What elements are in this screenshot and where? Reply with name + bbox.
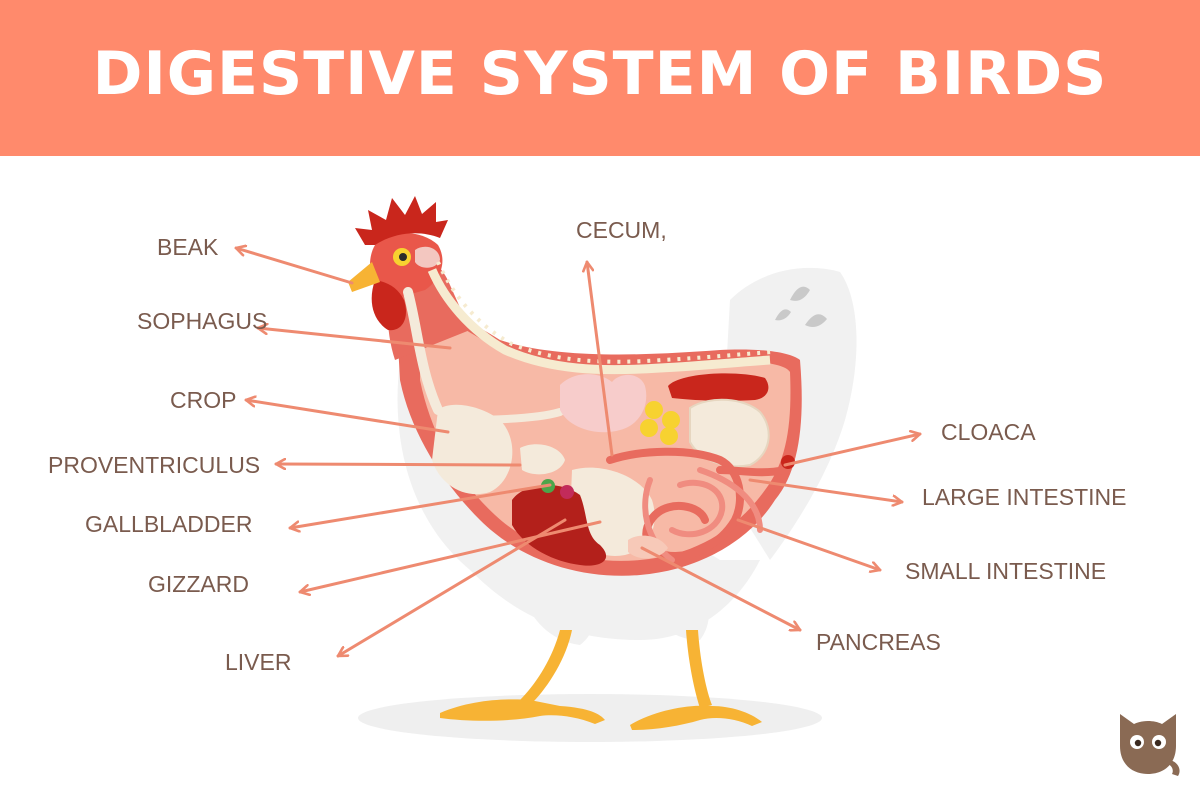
fat-cluster <box>640 401 680 445</box>
arrow-small-intestine <box>736 518 882 570</box>
arrow-proventriculus <box>274 464 522 465</box>
arrow-gizzard <box>298 520 602 592</box>
label-cecum: CECUM, <box>576 217 667 243</box>
arrow-large-intestine <box>748 478 904 502</box>
left-foot <box>440 699 605 724</box>
kidney <box>668 373 769 401</box>
large-intestine <box>716 466 789 477</box>
comb <box>355 196 448 245</box>
right-foot <box>630 705 762 730</box>
esophagus <box>403 287 443 415</box>
cat-logo-icon <box>1120 714 1180 776</box>
label-large-intestine: LARGE INTESTINE <box>922 484 1127 510</box>
small-intestine-coils <box>642 467 763 563</box>
spleen <box>560 485 574 499</box>
spine <box>427 268 771 375</box>
eye-pupil <box>399 253 407 261</box>
label-beak: BEAK <box>157 234 219 260</box>
arrow-sophagus <box>256 328 452 350</box>
label-liver: LIVER <box>225 649 292 675</box>
label-small-intestine: SMALL INTESTINE <box>905 558 1107 584</box>
arrow-pancreas <box>640 546 802 630</box>
arrow-gallbladder <box>288 483 552 528</box>
label-gizzard: GIZZARD <box>148 571 249 597</box>
arrow-beak <box>234 248 354 285</box>
brain <box>415 246 440 268</box>
gizzard <box>570 467 655 556</box>
arrow-cecum <box>587 260 614 457</box>
proventriculus <box>520 444 565 475</box>
beak <box>348 262 380 292</box>
wattle <box>371 280 407 331</box>
tail-feather-detail <box>775 286 827 327</box>
arrow-cloaca <box>783 434 922 467</box>
label-sophagus: SOPHAGUS <box>137 308 268 334</box>
label-pancreas: PANCREAS <box>816 629 941 655</box>
arrow-crop <box>244 400 450 434</box>
left-leg <box>520 630 572 705</box>
crop <box>432 404 513 495</box>
pancreas <box>628 535 668 559</box>
small-intestine <box>606 447 744 560</box>
label-gallbladder: GALLBLADDER <box>85 511 253 537</box>
page-title: DIGESTIVE SYSTEM OF BIRDS <box>92 39 1108 109</box>
label-proventriculus: PROVENTRICULUS <box>48 452 261 478</box>
lung <box>560 374 647 433</box>
right-leg <box>686 630 712 708</box>
label-cloaca: CLOACA <box>941 419 1036 445</box>
thigh-feathers <box>519 560 709 645</box>
arrow-liver <box>336 518 567 658</box>
pointer-arrows <box>234 248 922 658</box>
title-banner: DIGESTIVE SYSTEM OF BIRDS <box>0 0 1200 156</box>
label-crop: CROP <box>170 387 237 413</box>
